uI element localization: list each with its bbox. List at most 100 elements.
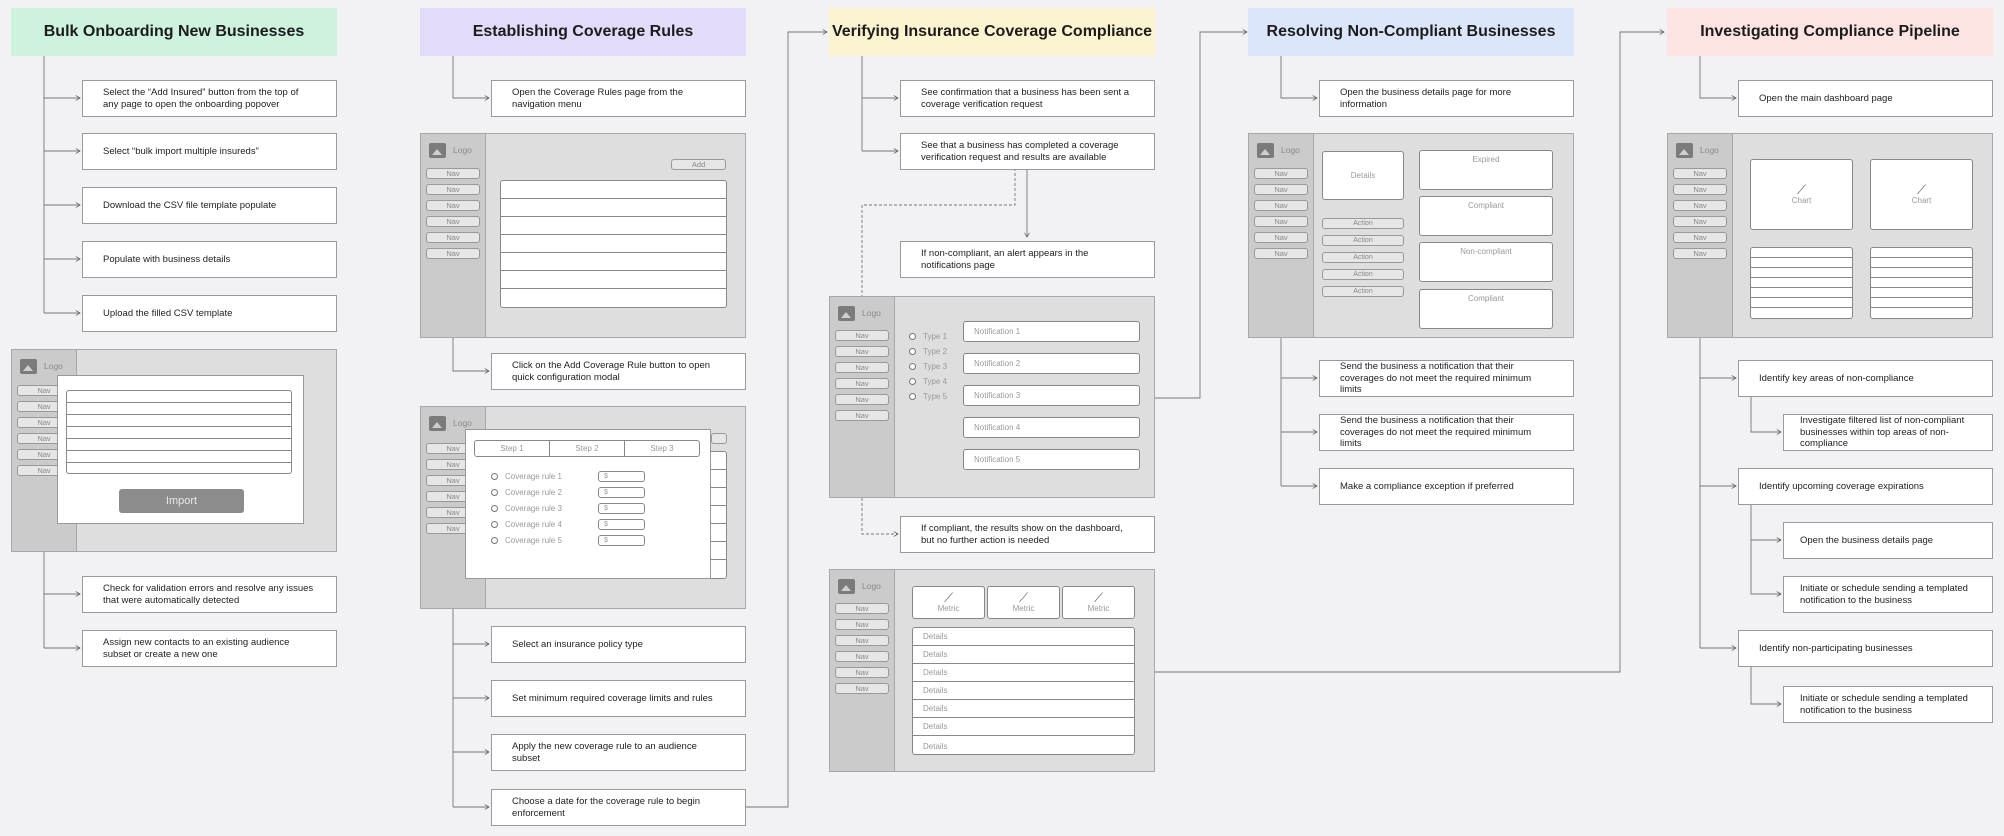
notification-item[interactable]: Notification 3 <box>963 385 1140 406</box>
csv-preview-table <box>66 390 292 474</box>
radio-button[interactable] <box>491 489 498 496</box>
dollar-input[interactable]: $ <box>598 519 645 530</box>
notification-item[interactable]: Notification 5 <box>963 449 1140 470</box>
wireframe-metrics-dashboard: Logo Nav Nav Nav Nav Nav Nav ⟋Metric ⟋Me… <box>829 569 1155 772</box>
dollar-input[interactable]: $ <box>598 503 645 514</box>
metric-card[interactable]: ⟋Metric <box>1062 586 1135 619</box>
image-placeholder-icon <box>838 579 855 594</box>
step-box: Send the business a notification that th… <box>1319 414 1574 451</box>
nav-item: Nav <box>835 635 889 646</box>
status-card: Expired <box>1419 150 1553 190</box>
coverage-rule-label: Coverage rule 4 <box>505 520 562 529</box>
radio-button[interactable] <box>909 333 916 340</box>
notification-item[interactable]: Notification 1 <box>963 321 1140 342</box>
nav-item: Nav <box>1673 168 1727 179</box>
nav-item: Nav <box>835 378 889 389</box>
nav-item: Nav <box>1673 184 1727 195</box>
logo-text: Logo <box>453 418 472 428</box>
details-row[interactable]: Details <box>913 628 1134 646</box>
header-resolving-noncompliant: Resolving Non-Compliant Businesses <box>1248 8 1574 56</box>
nav-item: Nav <box>1673 216 1727 227</box>
notification-item[interactable]: Notification 2 <box>963 353 1140 374</box>
image-placeholder-icon <box>1676 143 1693 158</box>
nav-item: Nav <box>835 683 889 694</box>
type-filter-label: Type 4 <box>923 377 948 386</box>
nav-item: Nav <box>1254 216 1308 227</box>
status-card: Non-compliant <box>1419 242 1553 282</box>
step-1-tab[interactable]: Step 1 <box>475 441 550 456</box>
chart-card[interactable]: ⟋Chart <box>1750 159 1853 230</box>
nav-item: Nav <box>835 667 889 678</box>
type-filter-label: Type 5 <box>923 392 948 401</box>
dollar-input[interactable]: $ <box>598 535 645 546</box>
type-filter-label: Type 2 <box>923 347 948 356</box>
header-bulk-onboarding: Bulk Onboarding New Businesses <box>11 8 337 56</box>
details-row[interactable]: Details <box>913 718 1134 736</box>
nav-item: Nav <box>1673 248 1727 259</box>
logo-text: Logo <box>862 581 881 591</box>
wireframe-coverage-rules-page: Logo Nav Nav Nav Nav Nav Nav Add <box>420 133 746 338</box>
nav-item: Nav <box>426 168 480 179</box>
metric-label: Metric <box>1012 604 1035 613</box>
details-row[interactable]: Details <box>913 646 1134 664</box>
chart-label: Chart <box>1791 196 1812 205</box>
dollar-input[interactable]: $ <box>598 487 645 498</box>
details-row[interactable]: Details <box>913 664 1134 682</box>
nav-item: Nav <box>1254 248 1308 259</box>
add-button[interactable] <box>711 433 727 444</box>
wireframe-notifications-page: Logo Nav Nav Nav Nav Nav Nav Type 1 Type… <box>829 296 1155 498</box>
radio-button[interactable] <box>909 393 916 400</box>
dollar-input[interactable]: $ <box>598 471 645 482</box>
add-button[interactable]: Add <box>671 159 726 170</box>
coverage-rule-label: Coverage rule 5 <box>505 536 562 545</box>
type-filter-label: Type 1 <box>923 332 948 341</box>
step-box: If non-compliant, an alert appears in th… <box>900 241 1155 278</box>
step-box: Make a compliance exception if preferred <box>1319 468 1574 505</box>
nav-item: Nav <box>835 346 889 357</box>
data-table <box>1750 247 1853 319</box>
coverage-rules-table <box>500 180 727 308</box>
radio-button[interactable] <box>491 521 498 528</box>
trend-line-icon: ⟋ <box>1796 182 1807 197</box>
step-box: Choose a date for the coverage rule to b… <box>491 789 746 826</box>
stepper: Step 1 Step 2 Step 3 <box>474 440 700 457</box>
notification-item[interactable]: Notification 4 <box>963 417 1140 438</box>
radio-button[interactable] <box>909 363 916 370</box>
action-button[interactable]: Action <box>1322 269 1404 280</box>
import-button[interactable]: Import <box>119 489 244 513</box>
coverage-rule-label: Coverage rule 3 <box>505 504 562 513</box>
details-row[interactable]: Details <box>913 682 1134 700</box>
chart-label: Chart <box>1911 196 1932 205</box>
nav-item: Nav <box>426 200 480 211</box>
chart-card[interactable]: ⟋Chart <box>1870 159 1973 230</box>
action-button[interactable]: Action <box>1322 286 1404 297</box>
action-button[interactable]: Action <box>1322 252 1404 263</box>
radio-button[interactable] <box>491 505 498 512</box>
image-placeholder-icon <box>429 416 446 431</box>
radio-button[interactable] <box>909 378 916 385</box>
details-row[interactable]: Details <box>923 741 948 751</box>
coverage-rule-label: Coverage rule 1 <box>505 472 562 481</box>
step-2-tab[interactable]: Step 2 <box>550 441 625 456</box>
logo-text: Logo <box>44 361 63 371</box>
step-box: Send the business a notification that th… <box>1319 360 1574 397</box>
import-modal: Import <box>57 375 304 524</box>
radio-button[interactable] <box>491 473 498 480</box>
image-placeholder-icon <box>1257 143 1274 158</box>
metric-card[interactable]: ⟋Metric <box>912 586 985 619</box>
metric-label: Metric <box>937 604 960 613</box>
wireframe-business-details: Logo Nav Nav Nav Nav Nav Nav Details Act… <box>1248 133 1574 338</box>
metric-card[interactable]: ⟋Metric <box>987 586 1060 619</box>
nav-item: Nav <box>1254 184 1308 195</box>
step-3-tab[interactable]: Step 3 <box>650 444 674 453</box>
step-box: Identify key areas of non-compliance <box>1738 360 1993 397</box>
nav-item: Nav <box>426 184 480 195</box>
radio-button[interactable] <box>491 537 498 544</box>
logo-text: Logo <box>1281 145 1300 155</box>
step-box: Open the Coverage Rules page from the na… <box>491 80 746 117</box>
radio-button[interactable] <box>909 348 916 355</box>
action-button[interactable]: Action <box>1322 218 1404 229</box>
details-row[interactable]: Details <box>913 700 1134 718</box>
nav-item: Nav <box>426 232 480 243</box>
action-button[interactable]: Action <box>1322 235 1404 246</box>
